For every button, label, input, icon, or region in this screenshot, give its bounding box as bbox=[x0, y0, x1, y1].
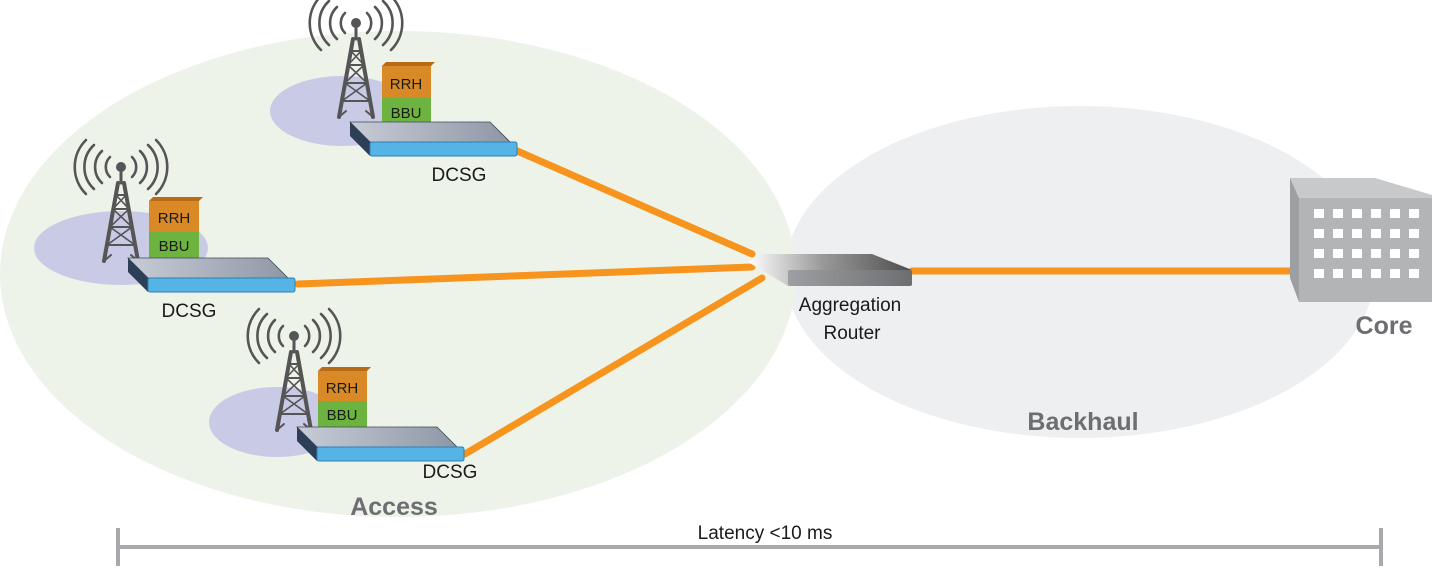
dcsg-label: DCSG bbox=[423, 462, 478, 483]
link-site1-router bbox=[511, 146, 756, 258]
rrh-module: RRH bbox=[318, 367, 371, 401]
access-region-label: Access bbox=[350, 493, 438, 521]
cell-site-1: RRH BBU DCSG bbox=[307, 0, 518, 186]
core-building-icon bbox=[1290, 178, 1432, 302]
latency-label: Latency <10 ms bbox=[698, 523, 833, 544]
dcsg-label: DCSG bbox=[432, 165, 487, 186]
rrh-label: RRH bbox=[326, 380, 359, 397]
dcsg-switch bbox=[127, 257, 296, 293]
rrh-label: RRH bbox=[390, 76, 423, 93]
router-label-line1: Aggregation bbox=[799, 295, 901, 316]
bbu-label: BBU bbox=[391, 105, 422, 122]
backhaul-region-label: Backhaul bbox=[1027, 408, 1138, 436]
router-label-line2: Router bbox=[823, 323, 881, 344]
dcsg-label: DCSG bbox=[162, 301, 217, 322]
rrh-module: RRH bbox=[149, 197, 203, 232]
core-region-label: Core bbox=[1356, 312, 1413, 340]
link-site2-router bbox=[294, 263, 756, 288]
bbu-label: BBU bbox=[327, 407, 358, 424]
link-site3-router bbox=[461, 274, 766, 458]
dcsg-switch bbox=[349, 121, 518, 157]
cell-site-2: RRH BBU DCSG bbox=[72, 138, 296, 322]
latency-span bbox=[116, 528, 1383, 566]
dcsg-switch bbox=[296, 426, 465, 462]
aggregation-router: Aggregation Router bbox=[748, 254, 912, 344]
cell-site-3: RRH BBU DCSG bbox=[245, 307, 478, 483]
fiber-links bbox=[294, 146, 1296, 458]
bbu-label: BBU bbox=[159, 238, 190, 255]
rrh-label: RRH bbox=[158, 210, 191, 227]
access-region bbox=[0, 31, 796, 517]
bbu-module: BBU bbox=[318, 401, 367, 427]
bbu-module: BBU bbox=[382, 98, 431, 125]
bbu-module: BBU bbox=[149, 232, 199, 258]
rrh-module: RRH bbox=[382, 62, 435, 98]
